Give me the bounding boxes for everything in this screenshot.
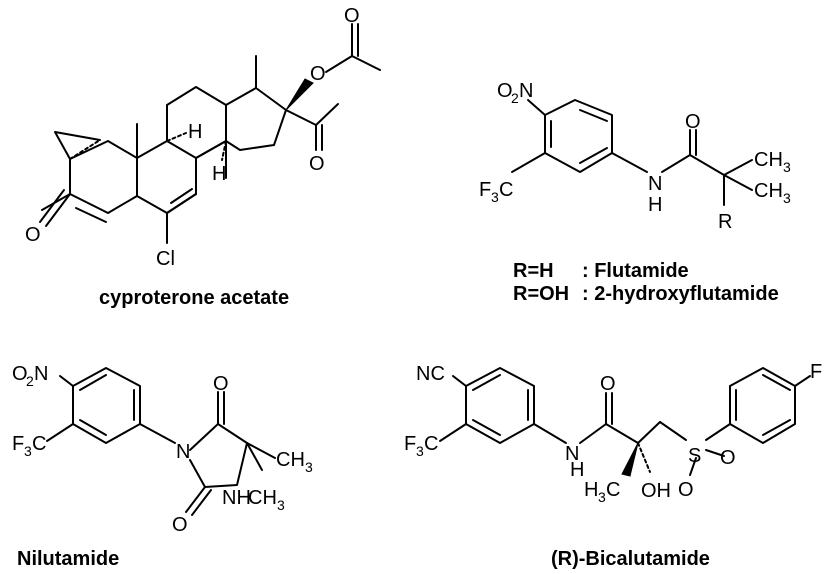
amide-h-label: H — [648, 194, 662, 216]
top-carbonyl-o-label: O — [213, 373, 229, 395]
amide-h-label: H — [570, 459, 584, 481]
legend-line2-right: : 2-hydroxyflutamide — [582, 283, 779, 305]
methyl-1-subscript: 3 — [783, 159, 791, 175]
nitrile-label: NC — [416, 363, 445, 385]
imide-n-label: N — [176, 441, 190, 463]
acyl-oxygen-label: O — [344, 5, 360, 27]
cyproterone-acetate-caption: cyproterone acetate — [99, 287, 289, 309]
legend-line2-left: R=OH — [513, 283, 569, 305]
flutamide-structure: O 2 N F 3 C N H O CH 3 CH 3 R R=H : Flut… — [479, 80, 791, 305]
nh-label: NH — [222, 487, 251, 509]
methyl-1-subscript: 3 — [305, 459, 313, 475]
amide-n-label: N — [648, 173, 662, 195]
cf3-subscript: 3 — [416, 443, 424, 459]
h3c-h-label: H — [584, 479, 598, 501]
cf3-c-label: C — [32, 433, 46, 455]
h3c-subscript: 3 — [598, 489, 606, 505]
hydroxyl-label: OH — [641, 480, 671, 502]
ketone-oxygen-label: O — [25, 224, 41, 246]
nilutamide-caption: Nilutamide — [17, 548, 119, 570]
bicalutamide-structure: NC F 3 C N H O H 3 C OH S O O F (R)-Bica… — [404, 361, 822, 570]
sulfonyl-o2-label: O — [720, 447, 736, 469]
methyl-2-label: CH — [754, 180, 783, 202]
sulfonyl-o1-label: O — [678, 479, 694, 501]
h3c-c-label: C — [606, 479, 620, 501]
cyproterone-acetate-structure: O Cl H H O O O cyproterone acetate — [25, 5, 381, 309]
methyl-2-subscript: 3 — [277, 497, 285, 513]
no2-o-label: O — [12, 363, 28, 385]
no2-n-label: N — [34, 363, 48, 385]
legend-line1-right: : Flutamide — [582, 260, 689, 282]
nilutamide-structure: O 2 N F 3 C N O O NH CH 3 CH 3 Nilutamid… — [12, 363, 313, 570]
bicalutamide-caption: (R)-Bicalutamide — [551, 548, 710, 570]
r-group-label: R — [718, 211, 732, 233]
h14-label: H — [212, 163, 226, 185]
carbonyl-o-label: O — [685, 111, 701, 133]
fluorine-label: F — [810, 361, 822, 383]
cf3-f-label: F — [12, 433, 24, 455]
cf3-f-label: F — [404, 433, 416, 455]
cf3-c-label: C — [424, 433, 438, 455]
methyl-1-label: CH — [276, 449, 305, 471]
acetyl-oxygen-label: O — [309, 153, 325, 175]
methyl-1-label: CH — [754, 149, 783, 171]
cf3-c-label: C — [499, 179, 513, 201]
chlorine-label: Cl — [156, 248, 175, 270]
methyl-2-label: CH — [248, 487, 277, 509]
amide-n-label: N — [565, 443, 579, 465]
no2-o-label: O — [497, 80, 513, 102]
no2-subscript: 2 — [26, 373, 34, 389]
no2-subscript: 2 — [511, 90, 519, 106]
no2-n-label: N — [519, 80, 533, 102]
sulfur-label: S — [688, 445, 701, 467]
ester-oxygen-label: O — [310, 63, 326, 85]
bottom-carbonyl-o-label: O — [172, 514, 188, 536]
methyl-2-subscript: 3 — [783, 190, 791, 206]
h9-label: H — [188, 121, 202, 143]
cf3-f-label: F — [479, 179, 491, 201]
cf3-subscript: 3 — [24, 443, 32, 459]
cf3-subscript: 3 — [491, 189, 499, 205]
legend-line1-left: R=H — [513, 260, 554, 282]
carbonyl-o-label: O — [600, 373, 616, 395]
